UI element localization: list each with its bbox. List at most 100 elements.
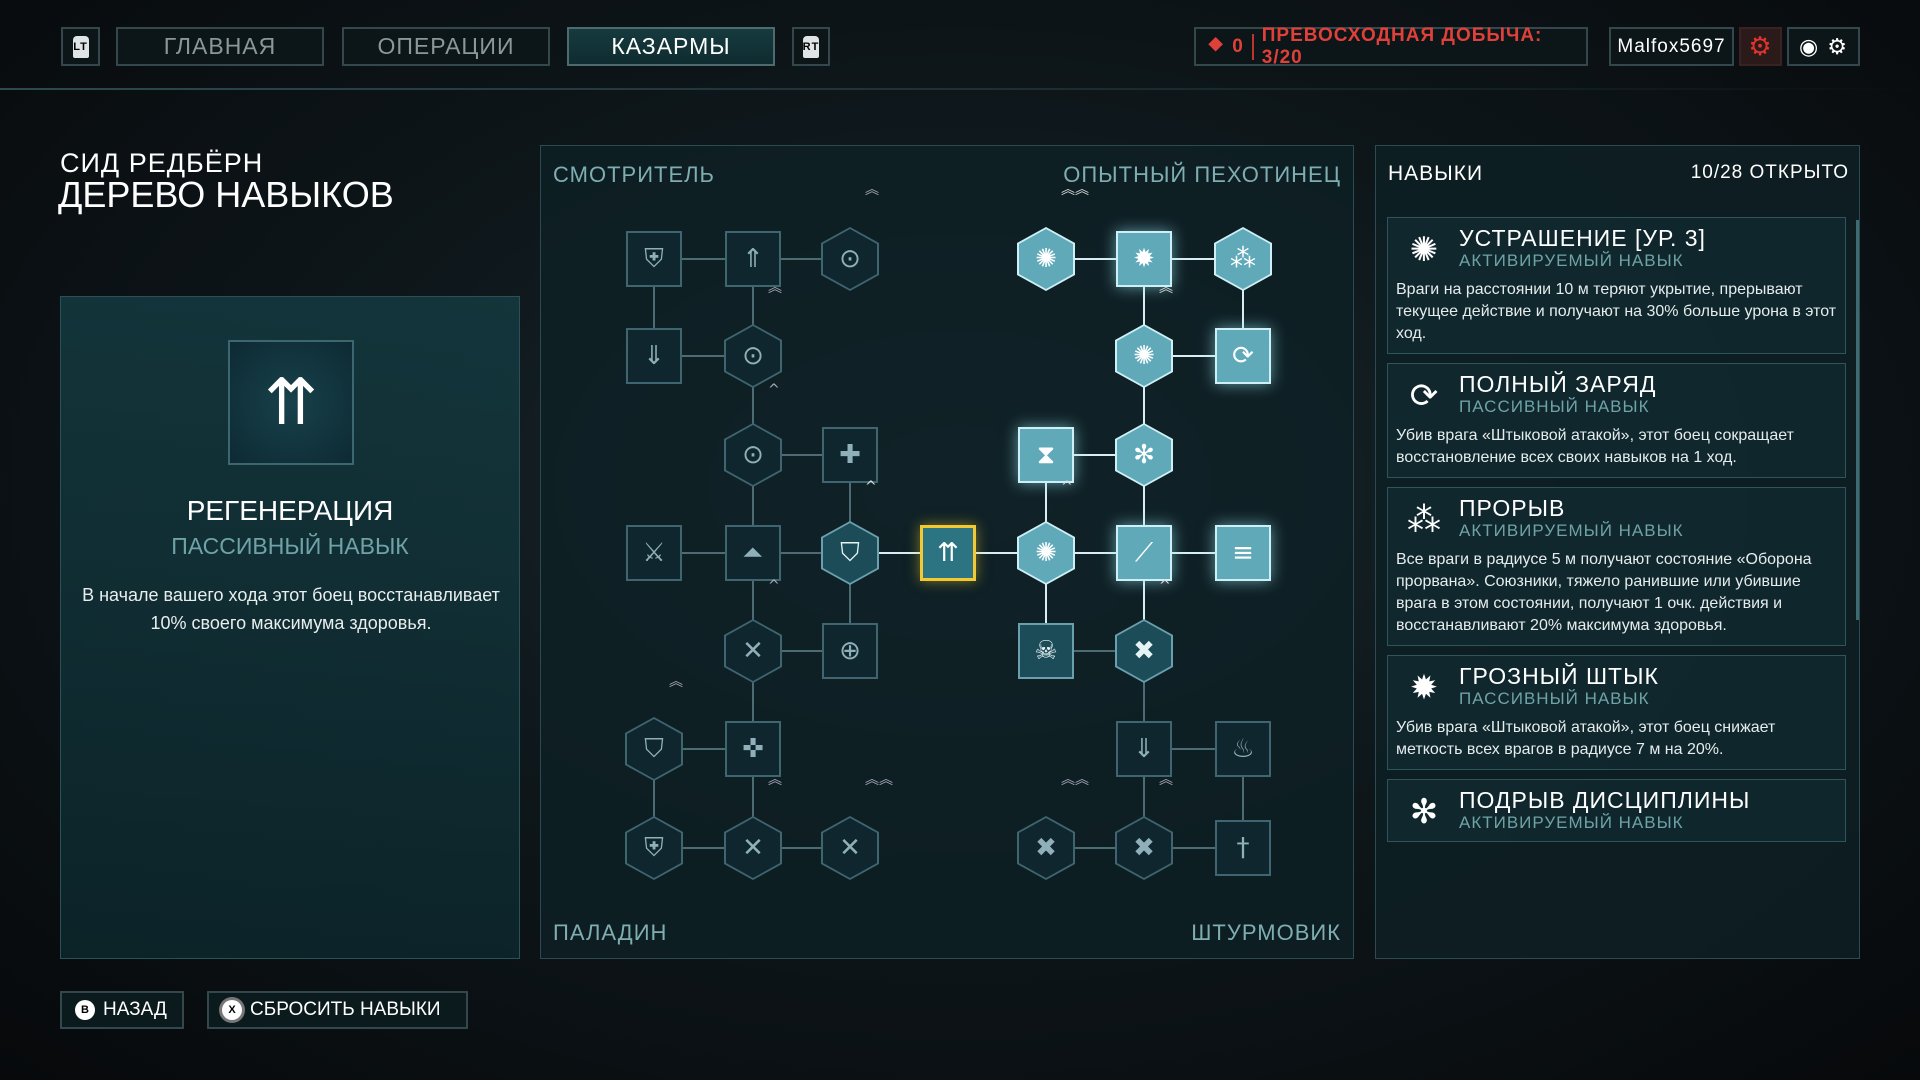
skill-card-type: АКТИВИРУЕМЫЙ НАВЫК (1459, 251, 1684, 270)
rank-chevrons-icon: ︽ (1159, 280, 1173, 296)
rank-chevron-icon: ^ (768, 578, 780, 594)
skill-node-shield-hands-icon[interactable]: ⛨ (625, 816, 683, 880)
back-button[interactable]: B НАЗАД (60, 991, 184, 1029)
skill-node-flame-down-icon[interactable]: ⇓ (1116, 721, 1172, 777)
unlocked-count: 10/28 (1690, 162, 1744, 183)
full-charge-icon: ⟳ (1409, 376, 1439, 416)
skill-card-name: УСТРАШЕНИЕ [УР. 3] (1459, 225, 1706, 251)
skill-node-hourglass-icon[interactable]: ⧗ (1018, 427, 1074, 483)
skill-card-name: ГРОЗНЫЙ ШТЫК (1459, 663, 1659, 689)
skill-card[interactable]: ✻ ПОДРЫВ ДИСЦИПЛИНЫ АКТИВИРУЕМЫЙ НАВЫК (1387, 779, 1846, 842)
skill-name: РЕГЕНЕРАЦИЯ (186, 495, 394, 526)
loot-icon: ⯁ (1208, 35, 1225, 57)
skill-node-up-chevron-icon[interactable]: ⏶ (725, 525, 781, 581)
disrupt-discipline-icon: ✻ (1409, 792, 1439, 832)
tab-operations[interactable]: ОПЕРАЦИИ (342, 27, 550, 66)
skill-card[interactable]: ⁂ ПРОРЫВ АКТИВИРУЕМЫЙ НАВЫК Все враги в … (1387, 487, 1846, 646)
skill-node-flame-arrow-icon[interactable]: ⇑ (725, 231, 781, 287)
rank-chevron-icon: ^ (865, 479, 877, 495)
settings-group[interactable]: ◉⚙ (1787, 27, 1860, 66)
class-label-top-right: ОПЫТНЫЙ ПЕХОТИНЕЦ (1063, 162, 1341, 187)
skill-node-bayonet-icon[interactable]: ✕ (724, 816, 782, 880)
skill-type: ПАССИВНЫЙ НАВЫК (171, 533, 409, 559)
intimidate-icon: ✺ (1409, 230, 1439, 270)
social-icon[interactable]: ◉ (1799, 33, 1820, 59)
skill-node-shield-icon[interactable]: ⛉ (625, 717, 683, 781)
username[interactable]: Malfox5697 (1609, 27, 1734, 66)
skill-card[interactable]: ✺ УСТРАШЕНИЕ [УР. 3] АКТИВИРУЕМЫЙ НАВЫК … (1387, 217, 1846, 354)
skills-list-panel: НАВЫКИ 10/28 ОТКРЫТО ✺ УСТРАШЕНИЕ [УР. 3… (1375, 145, 1860, 959)
skill-card-desc: Все враги в радиусе 5 м получают состоян… (1396, 551, 1812, 634)
skill-node-skull-icon[interactable]: ☠ (1018, 623, 1074, 679)
skill-node-down-arrow-icon[interactable]: ⇓ (626, 328, 682, 384)
skill-node-slash-icon[interactable]: ⟋ (1116, 525, 1172, 581)
skill-node-alert-ring-icon[interactable]: ⊙ (724, 324, 782, 388)
skill-node-medic-cross-icon[interactable]: ✜ (725, 721, 781, 777)
skill-node-crossed-swords-icon[interactable]: ⚔ (626, 525, 682, 581)
lt-icon: LT (72, 35, 89, 58)
skill-node-regeneration-selected[interactable]: ⇈ (920, 525, 976, 581)
character-name: СИД РЕДБЁРН (60, 148, 264, 178)
skill-card-type: ПАССИВНЫЙ НАВЫК (1459, 689, 1650, 708)
rank-chevrons-icon: ︽ (669, 674, 683, 690)
skill-card-list: ✺ УСТРАШЕНИЕ [УР. 3] АКТИВИРУЕМЫЙ НАВЫК … (1387, 217, 1846, 842)
skill-description: В начале вашего хода этот боец восстанав… (82, 585, 500, 633)
skill-card-name: ПРОРЫВ (1459, 495, 1566, 521)
skill-card-type: АКТИВИРУЕМЫЙ НАВЫК (1459, 521, 1684, 540)
skill-node-dash-icon[interactable]: ≡ (1215, 525, 1271, 581)
rank-chevrons-icon: ︽ (768, 772, 782, 788)
skill-card-desc: Убив врага «Штыковой атакой», этот боец … (1396, 719, 1776, 758)
skill-node-bayonet-icon[interactable]: ✕ (724, 619, 782, 683)
rank-chevrons-icon: ︽ (865, 182, 879, 198)
skill-card[interactable]: ✹ ГРОЗНЫЙ ШТЫК ПАССИВНЫЙ НАВЫК Убив враг… (1387, 655, 1846, 770)
page-title: ДЕРЕВО НАВЫКОВ (58, 174, 394, 215)
rt-icon: RT (803, 35, 819, 58)
rank-chevrons-icon: ︽︽ (865, 772, 893, 788)
skill-node-heal-cycle-icon[interactable]: ✚ (822, 427, 878, 483)
skill-node-fire-drop-icon[interactable]: ♨ (1215, 721, 1271, 777)
skill-card[interactable]: ⟳ ПОЛНЫЙ ЗАРЯД ПАССИВНЫЙ НАВЫК Убив враг… (1387, 363, 1846, 478)
skill-node-alert-ring-icon[interactable]: ⊙ (821, 227, 879, 291)
skill-node-dagger-icon[interactable]: † (1215, 820, 1271, 876)
skill-tree: СМОТРИТЕЛЬ ОПЫТНЫЙ ПЕХОТИНЕЦ ПАЛАДИН ШТУ… (540, 145, 1354, 959)
skill-node-menacing-bayonet-icon[interactable]: ✹ (1116, 231, 1172, 287)
back-label: НАЗАД (103, 999, 167, 1020)
skills-scrollbar[interactable] (1856, 220, 1859, 620)
skill-card-name: ПОЛНЫЙ ЗАРЯД (1459, 371, 1657, 397)
b-button-icon: B (75, 1000, 95, 1020)
regeneration-arrows-icon: ⇈ (937, 538, 959, 568)
x-button-icon: X (222, 1000, 242, 1020)
skill-node-full-charge-icon[interactable]: ⟳ (1215, 328, 1271, 384)
skill-card-desc: Враги на расстоянии 10 м теряют укрытие,… (1396, 281, 1837, 342)
gear-emblem-icon: ⚙ (1739, 27, 1782, 66)
skill-node-bayonet-icon[interactable]: ✕ (821, 816, 879, 880)
loot-label: ПРЕВОСХОДНАЯ ДОБЫЧА: 3/20 (1261, 24, 1543, 68)
menacing-bayonet-icon: ✹ (1409, 668, 1439, 708)
unlocked-label: ОТКРЫТО (1749, 162, 1849, 183)
gear-icon[interactable]: ⚙ (1827, 33, 1848, 59)
rank-chevrons-icon: ︽ (768, 280, 782, 296)
skills-title: НАВЫКИ (1388, 162, 1484, 185)
skill-node-shield-flame-icon[interactable]: ⛨ (626, 231, 682, 287)
topbar-divider (0, 88, 1920, 90)
breakthrough-icon: ⁂ (1407, 500, 1441, 540)
regeneration-arrows-icon: ⇈ (228, 340, 354, 465)
skill-node-target-down-icon[interactable]: ⊕ (822, 623, 878, 679)
skill-card-type: ПАССИВНЫЙ НАВЫК (1459, 397, 1650, 416)
skill-node-shield-icon[interactable]: ⛉ (821, 521, 879, 585)
rank-chevrons-icon: ︽ (1159, 772, 1173, 788)
skill-card-type: АКТИВИРУЕМЫЙ НАВЫК (1459, 813, 1684, 832)
skill-detail-panel: ⇈ РЕГЕНЕРАЦИЯ ПАССИВНЫЙ НАВЫК В начале в… (60, 296, 520, 959)
rank-chevrons-icon: ︽︽ (1061, 182, 1089, 198)
lt-bumper-button[interactable]: LT (61, 27, 100, 66)
tab-main[interactable]: ГЛАВНАЯ (116, 27, 324, 66)
tab-barracks[interactable]: КАЗАРМЫ (567, 27, 775, 66)
rank-chevron-icon: ^ (1061, 479, 1073, 495)
class-label-bottom-left: ПАЛАДИН (553, 920, 668, 945)
rank-chevron-icon: ^ (1159, 578, 1171, 594)
rt-bumper-button[interactable]: RT (792, 27, 830, 66)
rank-chevrons-icon: ︽︽ (1061, 772, 1089, 788)
skill-node-alert-ring-icon[interactable]: ⊙ (724, 423, 782, 487)
loot-count: 0 (1232, 35, 1244, 57)
